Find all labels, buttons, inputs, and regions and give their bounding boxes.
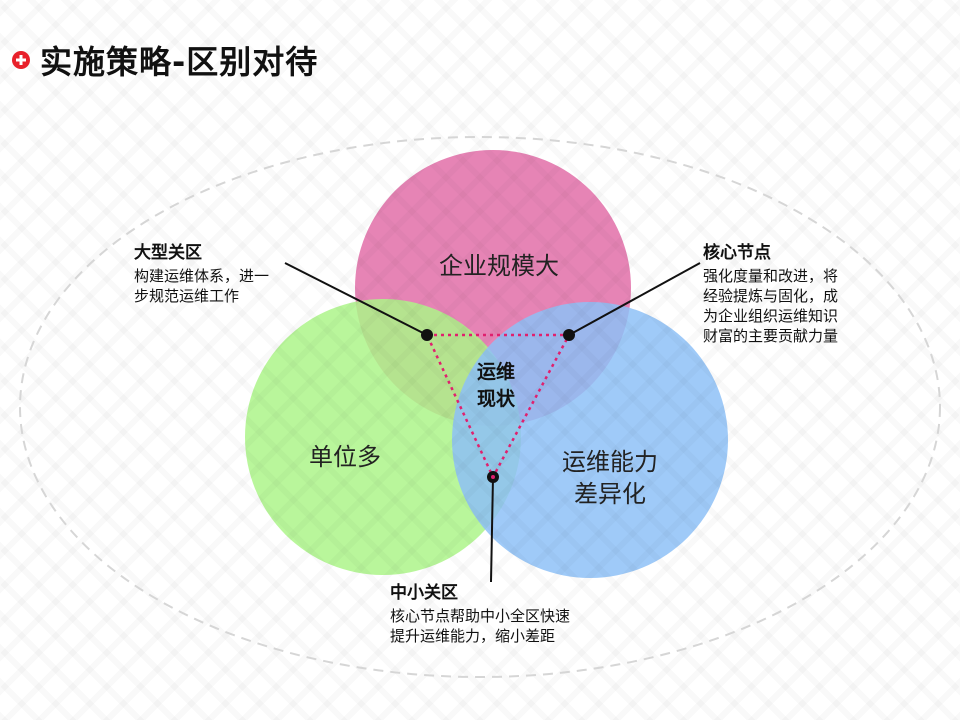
callout-title: 大型关区	[134, 243, 202, 263]
leader-line-large	[284, 262, 428, 336]
circle-capability	[452, 302, 728, 578]
callout-text-line: 提升运维能力，缩小差距	[390, 627, 556, 645]
outer-dashed-ellipse	[19, 136, 941, 678]
callout-text-line: 强化度量和改进，将	[703, 267, 839, 285]
callout-text-line: 为企业组织运维知识	[703, 307, 839, 325]
leader-line-core	[568, 262, 701, 336]
callout-text-line: 核心节点帮助中小全区快速	[390, 607, 571, 625]
center-label-line2: 现状	[477, 387, 516, 410]
center-label-line1: 运维	[477, 360, 515, 383]
leader-line-small	[490, 476, 494, 583]
plus-circle-icon	[12, 51, 30, 69]
circle-label-capability-line1: 运维能力	[562, 448, 658, 476]
callout-title: 中小关区	[390, 583, 458, 603]
callout-text-line: 经验提炼与固化，成	[703, 287, 839, 305]
circle-label-enterprise: 企业规模大	[439, 252, 559, 280]
circle-label-units: 单位多	[309, 443, 381, 471]
callout-small-customs: 中小关区 核心节点帮助中小全区快速 提升运维能力，缩小差距	[390, 582, 630, 646]
status-triangle	[425, 333, 572, 480]
callout-text-line: 步规范运维工作	[134, 287, 240, 305]
circle-units	[245, 299, 521, 575]
callout-core-node: 核心节点 强化度量和改进，将 经验提炼与固化，成 为企业组织运维知识 财富的主要…	[703, 242, 885, 346]
circle-label-capability-line2: 差异化	[574, 480, 646, 508]
callout-large-customs: 大型关区 构建运维体系，进一 步规范运维工作	[134, 242, 309, 306]
node-dot-core	[563, 329, 575, 341]
callout-text-line: 财富的主要贡献力量	[703, 327, 839, 345]
node-dot-large	[421, 329, 433, 341]
node-dot-small-center	[491, 475, 495, 479]
title-bar: 实施策略-区别对待	[12, 38, 318, 82]
callout-title: 核心节点	[703, 243, 771, 263]
page-title: 实施策略-区别对待	[40, 43, 319, 81]
callout-text-line: 构建运维体系，进一	[134, 267, 270, 285]
